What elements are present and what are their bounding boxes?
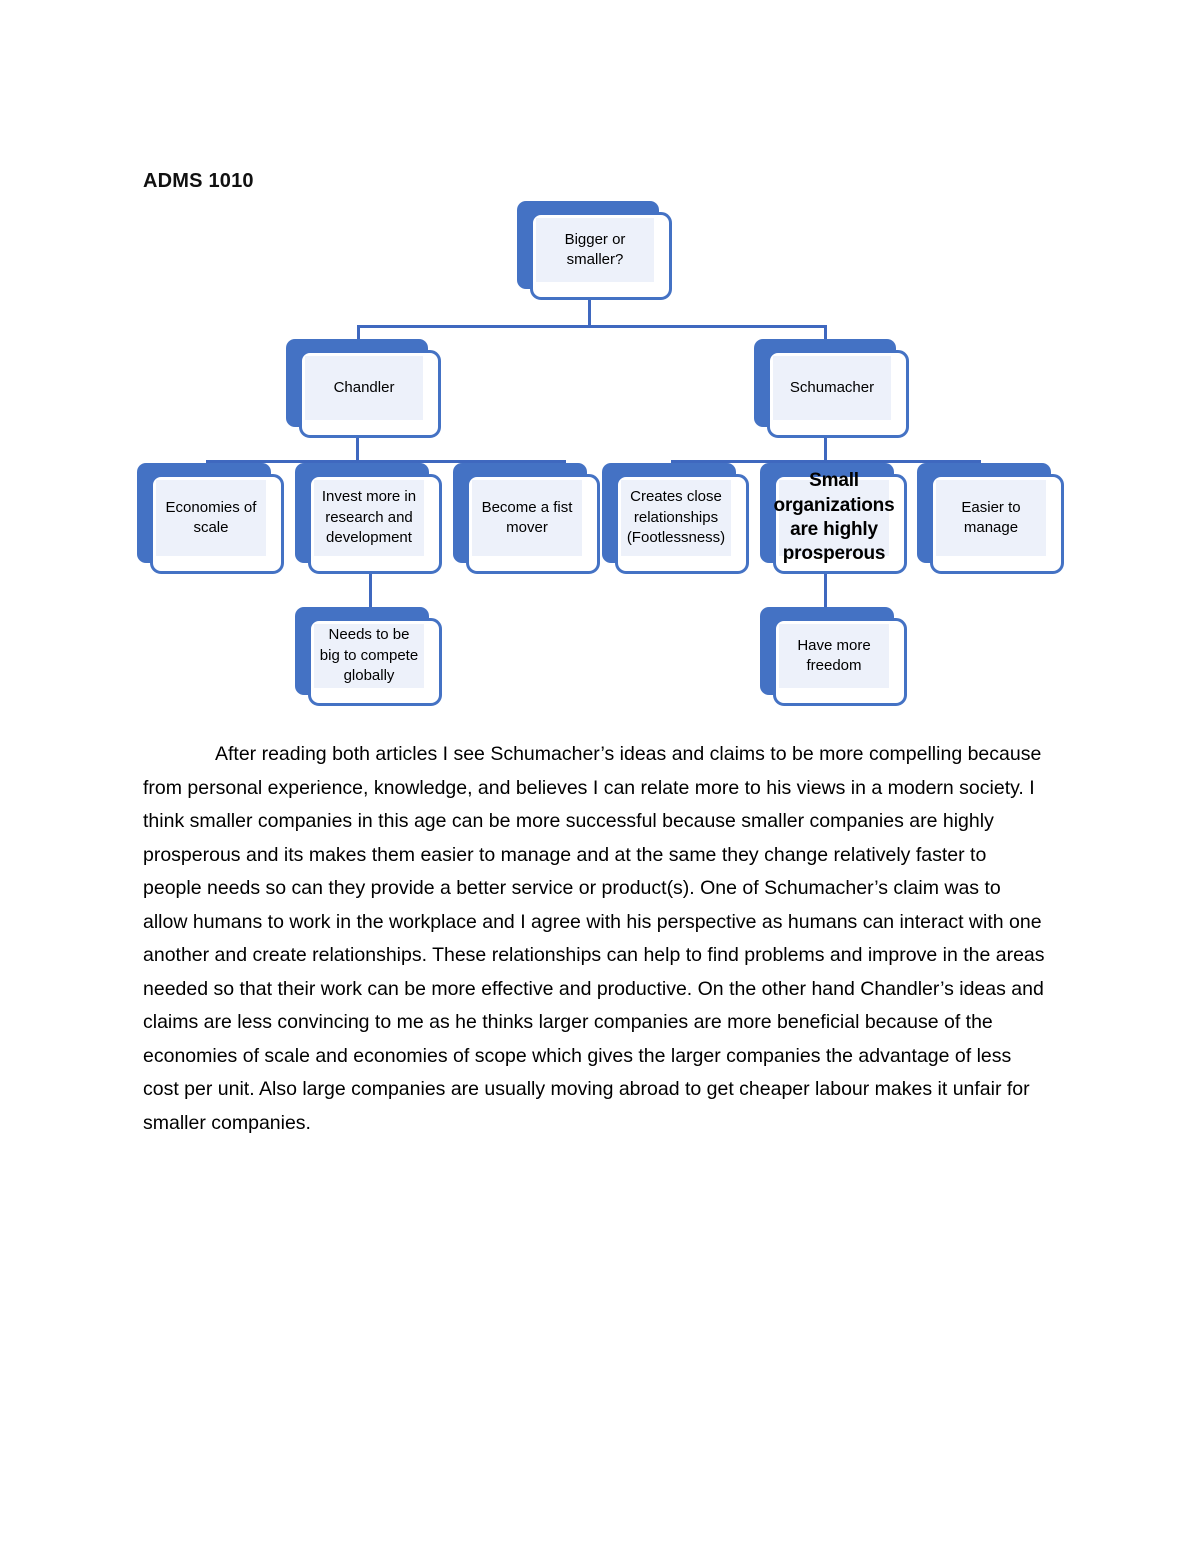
node-panel: Invest more in research and development (314, 480, 424, 556)
node-panel: Have more freedom (779, 624, 889, 688)
node-label: Invest more in research and development (321, 488, 417, 547)
connector-chandler-bus (206, 460, 566, 463)
page-title: ADMS 1010 (143, 170, 254, 192)
node-schumacher[interactable]: Schumacher (754, 339, 909, 438)
node-small-organizations-prosperous[interactable]: Small organizations are highly prosperou… (760, 463, 907, 574)
node-become-a-fist-mover[interactable]: Become a fist mover (453, 463, 600, 574)
node-economies-of-scale[interactable]: Economies of scale (137, 463, 284, 574)
node-invest-research-development[interactable]: Invest more in research and development (295, 463, 442, 574)
node-label: Needs to be big to compete globally (319, 626, 419, 685)
node-panel: Easier to manage (936, 480, 1046, 556)
node-panel: Economies of scale (156, 480, 266, 556)
node-label: Become a fist mover (481, 498, 573, 536)
body-paragraph: After reading both articles I see Schuma… (143, 743, 1045, 1134)
node-chandler[interactable]: Chandler (286, 339, 441, 438)
node-label: Schumacher (789, 378, 875, 396)
node-panel: Needs to be big to compete globally (314, 624, 424, 688)
node-have-more-freedom[interactable]: Have more freedom (760, 607, 907, 706)
connector-schumacher-bus (671, 460, 981, 463)
node-label: Chandler (333, 378, 395, 396)
node-label: Bigger or smaller? (564, 230, 626, 268)
connector-to-schumacher (824, 325, 827, 348)
node-panel: Bigger or smaller? (536, 218, 654, 282)
connector-level2-bus (357, 325, 827, 328)
node-label: Easier to manage (961, 498, 1021, 536)
node-easier-to-manage[interactable]: Easier to manage (917, 463, 1064, 574)
node-creates-close-relationships[interactable]: Creates close relationships (Footlessnes… (602, 463, 749, 574)
connector-to-have-more-freedom (824, 574, 827, 618)
node-panel: Become a fist mover (472, 480, 582, 556)
node-label: Economies of scale (165, 498, 257, 536)
node-label: Have more freedom (797, 636, 871, 674)
connector-root-stem (588, 298, 591, 326)
hierarchy-diagram: Bigger or smaller? Chandler Schumacher E… (0, 0, 1200, 730)
connector-to-needs-big-global (369, 574, 372, 618)
connector-chandler-stem (356, 437, 359, 461)
connector-to-chandler (357, 325, 360, 348)
node-panel: Small organizations are highly prosperou… (774, 470, 895, 564)
node-bigger-or-smaller[interactable]: Bigger or smaller? (517, 201, 672, 300)
connector-schumacher-stem (824, 437, 827, 461)
node-panel: Schumacher (773, 356, 891, 420)
node-needs-to-be-big-to-compete-globally[interactable]: Needs to be big to compete globally (295, 607, 442, 706)
node-label: Small organizations are highly prosperou… (773, 470, 895, 565)
node-label: Creates close relationships (Footlessnes… (626, 488, 726, 547)
node-panel: Chandler (305, 356, 423, 420)
node-panel: Creates close relationships (Footlessnes… (621, 480, 731, 556)
